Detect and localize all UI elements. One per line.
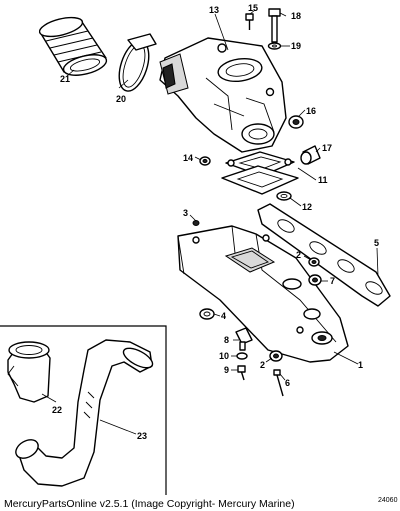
callout-3: 3	[183, 208, 188, 218]
callout-13: 13	[209, 5, 219, 15]
callout-20: 20	[116, 94, 126, 104]
callout-11: 11	[318, 175, 328, 185]
part-14-plug[interactable]	[199, 156, 211, 166]
part-20-hose-clamp[interactable]	[114, 33, 157, 95]
part-13-exhaust-elbow[interactable]	[159, 37, 287, 153]
part-18-bolt[interactable]	[268, 8, 281, 43]
callout-17: 17	[322, 143, 332, 153]
callout-16: 16	[306, 106, 316, 116]
callout-2-lower: 2	[260, 360, 265, 370]
part-15-screw[interactable]	[245, 13, 254, 30]
part-12-plate[interactable]	[221, 165, 299, 201]
callout-10: 10	[219, 351, 229, 361]
part-10-washer[interactable]	[236, 352, 248, 360]
copyright-caption: MercuryPartsOnline v2.5.1 (Image Copyrig…	[4, 498, 295, 510]
part-9-fitting[interactable]	[237, 365, 246, 381]
part-5-manifold-gasket[interactable]	[257, 203, 391, 307]
part-8-fitting[interactable]	[235, 327, 253, 351]
leader-lines	[41, 9, 379, 435]
callout-18: 18	[291, 11, 301, 21]
callout-19: 19	[291, 41, 301, 51]
callout-6: 6	[285, 378, 290, 388]
part-19-washer[interactable]	[267, 42, 282, 50]
callout-9: 9	[224, 365, 229, 375]
callout-21: 21	[60, 74, 70, 84]
callout-1: 1	[358, 360, 363, 370]
part-2-plug-upper[interactable]	[308, 257, 320, 267]
callout-14: 14	[183, 153, 193, 163]
callout-2-upper: 2	[296, 250, 301, 260]
part-2-plug-lower[interactable]	[269, 350, 283, 362]
hose-inset-frame	[0, 325, 167, 495]
callout-4: 4	[221, 311, 226, 321]
callout-labels: 13 15 18 19 16 17 14 11 12 5 3 2 7 4 8 1…	[52, 3, 379, 441]
part-23-long-hose[interactable]	[13, 339, 156, 487]
part-6-bolt[interactable]	[273, 369, 284, 397]
part-17-fitting[interactable]	[300, 145, 321, 165]
callout-23: 23	[137, 431, 147, 441]
part-7-plug[interactable]	[308, 274, 322, 286]
callout-8: 8	[224, 335, 229, 345]
part-16-plug[interactable]	[288, 115, 304, 129]
callout-12: 12	[302, 202, 312, 212]
drawing-code: 24060	[378, 497, 398, 504]
callout-15: 15	[248, 3, 258, 13]
part-22-short-hose[interactable]	[7, 341, 51, 403]
part-3-plug[interactable]	[192, 220, 200, 226]
callout-5: 5	[374, 238, 379, 248]
part-21-exhaust-bellows[interactable]	[38, 14, 109, 79]
part-4-plug[interactable]	[199, 308, 215, 320]
callout-22: 22	[52, 405, 62, 415]
callout-7: 7	[330, 276, 335, 286]
part-1-exhaust-manifold[interactable]	[177, 225, 349, 363]
